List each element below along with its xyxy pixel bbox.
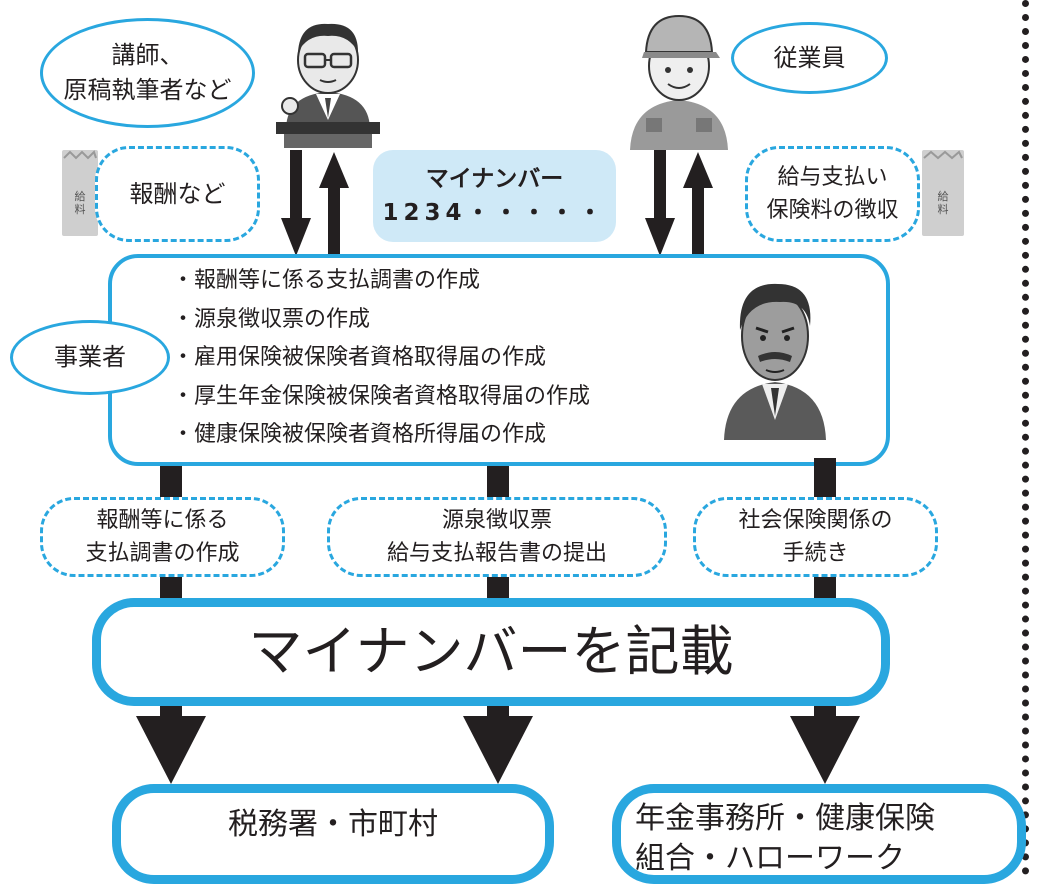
- mid-box-social-insurance: 社会保険関係の 手続き: [693, 497, 938, 577]
- destination-pension-line2: 組合・ハローワーク: [635, 841, 905, 876]
- destination-pension-office: 年金事務所・健康保険 組合・ハローワーク: [612, 784, 1026, 884]
- employer-task-list: ・報酬等に係る支払調書の作成 ・源泉徴収票の作成 ・雇用保険被保険者資格取得届の…: [172, 262, 590, 455]
- mid-box-social-insurance-line1: 社会保険関係の: [738, 508, 893, 533]
- employer-task-3: ・雇用保険被保険者資格取得届の作成: [172, 345, 547, 370]
- salary-payment-line1: 給与支払い: [777, 165, 888, 190]
- lecturer-label: 講師、 原稿執筆者など: [40, 18, 255, 128]
- salary-envelope-icon: [62, 150, 98, 236]
- mynumber-banner-text: マイナンバーを記載: [248, 620, 734, 683]
- lecturer-label-line2: 原稿執筆者など: [63, 76, 232, 104]
- mynumber-pill: マイナンバー 1234・・・・・: [373, 150, 616, 242]
- reward-box-text: 報酬など: [129, 179, 226, 208]
- mid-box-withholding-line1: 源泉徴収票: [441, 508, 552, 533]
- destination-tax-office: 税務署・市町村: [112, 784, 554, 884]
- employee-arrows: [645, 150, 713, 260]
- envelope-left-char1: 給: [74, 190, 86, 203]
- salary-payment-line2: 保険料の徴収: [766, 198, 899, 223]
- employer-task-1: ・報酬等に係る支払調書の作成: [172, 268, 481, 293]
- dotted-border: [1022, 0, 1029, 875]
- mid-box-payment-record: 報酬等に係る 支払調書の作成: [40, 497, 285, 577]
- reward-box: 報酬など: [95, 146, 260, 242]
- employer-figure: [724, 283, 826, 440]
- mid-box-social-insurance-line2: 手続き: [782, 541, 849, 566]
- salary-envelope-icon: [922, 150, 964, 236]
- salary-envelope-right: 給 料: [922, 150, 964, 236]
- mynumber-title: マイナンバー: [425, 166, 564, 192]
- envelope-left-char2: 料: [74, 203, 86, 216]
- employee-figure: [630, 14, 728, 150]
- down-arrows: [136, 706, 860, 784]
- destination-tax-office-text: 税務署・市町村: [228, 807, 438, 842]
- lecturer-figure: [276, 23, 380, 148]
- employer-label: 事業者: [10, 320, 170, 395]
- mid-box-withholding: 源泉徴収票 給与支払報告書の提出: [327, 497, 667, 577]
- mid-box-withholding-line2: 給与支払報告書の提出: [386, 541, 607, 566]
- lecturer-label-line1: 講師、: [111, 41, 184, 70]
- employer-task-2: ・源泉徴収票の作成: [172, 306, 371, 332]
- mid-box-payment-record-line1: 報酬等に係る: [96, 508, 229, 533]
- employer-task-5: ・健康保険被保険者資格所得届の作成: [172, 422, 547, 447]
- employer-label-text: 事業者: [54, 343, 126, 372]
- envelope-right-char1: 給: [937, 190, 949, 203]
- destination-pension-line1: 年金事務所・健康保険: [635, 801, 935, 836]
- mynumber-digits: 1234・・・・・: [382, 200, 607, 226]
- envelope-right-char2: 料: [937, 203, 949, 216]
- employee-label: 従業員: [731, 22, 888, 94]
- lecturer-arrows: [281, 150, 349, 260]
- salary-payment-box: 給与支払い 保険料の徴収: [745, 146, 920, 242]
- mid-box-payment-record-line2: 支払調書の作成: [85, 541, 240, 566]
- employer-task-4: ・厚生年金保険被保険者資格取得届の作成: [172, 383, 591, 409]
- mynumber-banner: マイナンバーを記載: [92, 598, 890, 706]
- employee-label-text: 従業員: [773, 43, 846, 72]
- salary-envelope-left: 給 料: [62, 150, 98, 236]
